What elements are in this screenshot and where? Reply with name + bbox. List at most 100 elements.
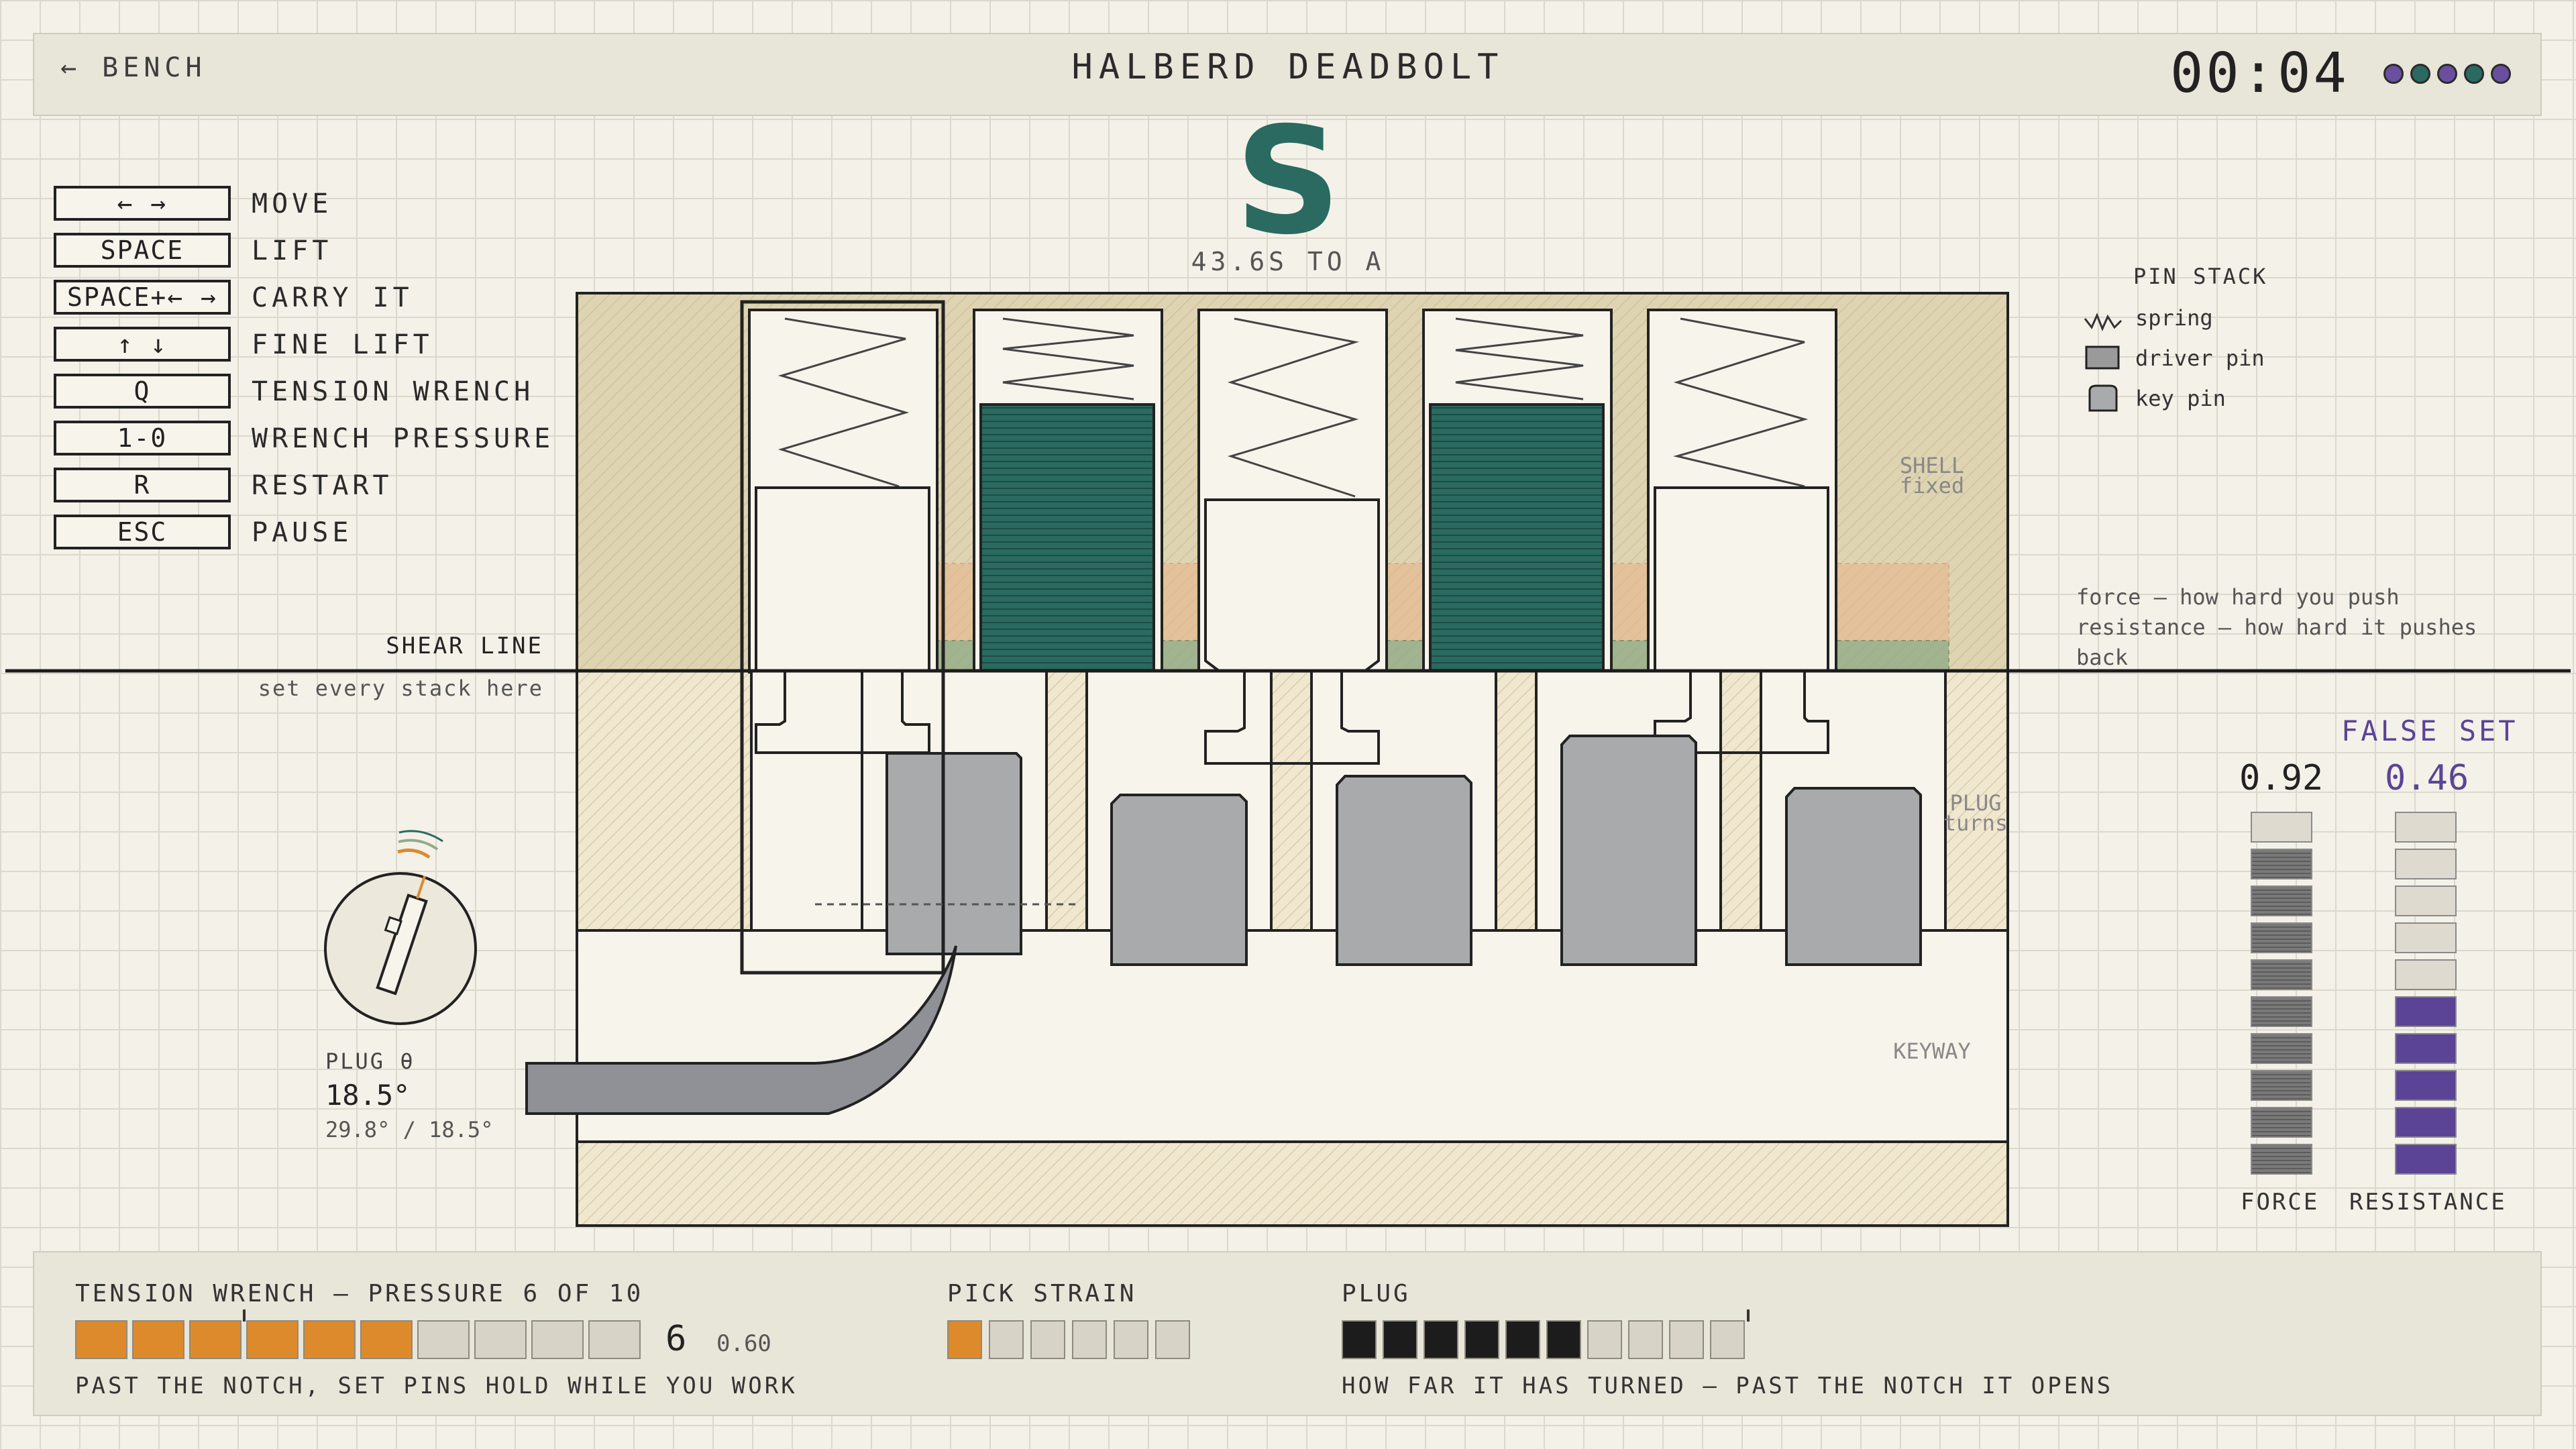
legend-title: PIN STACK <box>2133 264 2268 289</box>
shear-line-hint: set every stack here <box>258 676 543 701</box>
resistance-segment <box>2395 1144 2457 1175</box>
force-segment <box>2251 1107 2312 1138</box>
progress-dot <box>2383 64 2404 84</box>
key-pin-1 <box>885 752 1022 955</box>
tension-segment <box>75 1320 127 1359</box>
keyway-label: KEYWAY <box>1893 1038 1971 1064</box>
resistance-label: RESISTANCE <box>2349 1189 2507 1216</box>
timer: 00:04 <box>2170 42 2349 105</box>
back-to-bench-button[interactable]: ← BENCH <box>60 52 207 83</box>
tension-segment <box>189 1320 241 1359</box>
progress-dot <box>2464 64 2484 84</box>
tension-segment <box>360 1320 413 1359</box>
plug-turn-notch <box>1746 1309 1750 1322</box>
plug-turn-segment <box>1587 1320 1622 1359</box>
key-pin-2 <box>1110 794 1248 966</box>
pick-strain-title: PICK STRAIN <box>947 1280 1137 1307</box>
strain-segment <box>947 1320 982 1359</box>
action-fine-lift: FINE LIFT <box>252 329 433 360</box>
plug-turn-segment <box>1628 1320 1663 1359</box>
force-segment <box>2251 1033 2312 1064</box>
force-segment <box>2251 1070 2312 1101</box>
tension-segment <box>474 1320 527 1359</box>
action-move: MOVE <box>252 189 333 219</box>
pin-status-label: FALSE SET <box>2341 714 2518 747</box>
resistance-segment <box>2395 959 2457 990</box>
action-pressure: WRENCH PRESSURE <box>252 423 555 454</box>
plug-region-label: PLUG <box>1949 790 2001 816</box>
pin-chambers <box>748 309 1837 674</box>
plug-turn-segment <box>1546 1320 1581 1359</box>
force-segment <box>2251 885 2312 916</box>
tension-segment <box>132 1320 184 1359</box>
key-pin-icon <box>2088 384 2118 412</box>
tension-title: TENSION WRENCH — PRESSURE 6 OF 10 <box>75 1280 644 1307</box>
plug-turn-segment <box>1424 1320 1458 1359</box>
action-lift: LIFT <box>252 235 333 266</box>
plug-turn-description: HOW FAR IT HAS TURNED — PAST THE NOTCH I… <box>1342 1373 2114 1399</box>
tension-segment <box>531 1320 584 1359</box>
resistance-segment <box>2395 1033 2457 1064</box>
plug-angle-detail: 29.8° / 18.5° <box>325 1117 494 1142</box>
resistance-segment <box>2395 996 2457 1027</box>
legend-driver-pin: driver pin <box>2135 345 2265 371</box>
grade-letter: S <box>1234 95 1342 267</box>
key-pressure: 1-0 <box>54 421 231 455</box>
plug-dial <box>324 830 477 1025</box>
progress-dot <box>2410 64 2430 84</box>
lock-pick <box>525 945 957 1115</box>
strain-segment <box>989 1320 1024 1359</box>
driver-pin-4 <box>1429 403 1605 672</box>
plug-turn-segment <box>1464 1320 1499 1359</box>
plug-region-sub: turns <box>1943 810 2008 836</box>
key-fine-lift: ↑ ↓ <box>54 327 231 362</box>
resistance-segment <box>2395 849 2457 879</box>
action-restart: RESTART <box>252 470 393 501</box>
top-bar <box>33 33 2542 116</box>
plug-turn-segment <box>1710 1320 1745 1359</box>
force-segment <box>2251 1144 2312 1175</box>
strain-segment <box>1114 1320 1148 1359</box>
tension-segment <box>417 1320 470 1359</box>
resistance-segment <box>2395 922 2457 953</box>
tension-segment <box>246 1320 299 1359</box>
key-move: ← → <box>54 186 231 221</box>
key-pin-3 <box>1336 775 1472 966</box>
force-value: 0.92 <box>2239 758 2324 798</box>
force-segment <box>2251 922 2312 953</box>
action-carry: CARRY IT <box>252 282 413 313</box>
plug-turn-segment <box>1505 1320 1540 1359</box>
plug-turn-title: PLUG <box>1342 1280 1411 1307</box>
plug-angle-value: 18.5° <box>325 1079 411 1112</box>
key-carry: SPACE+← → <box>54 280 231 315</box>
spring-icon <box>2084 313 2123 331</box>
lock-title: HALBERD DEADBOLT <box>1071 47 1505 87</box>
key-pin-5 <box>1785 787 1922 966</box>
resistance-segment <box>2395 1070 2457 1101</box>
progress-dot <box>2437 64 2457 84</box>
progress-dot <box>2491 64 2511 84</box>
action-pause: PAUSE <box>252 517 353 548</box>
driver-pin-icon <box>2085 345 2120 370</box>
key-restart: R <box>54 468 231 502</box>
legend-spring: spring <box>2135 305 2213 331</box>
tension-fraction: 0.60 <box>716 1330 771 1357</box>
force-segment <box>2251 996 2312 1027</box>
tension-segment <box>588 1320 641 1359</box>
plug-angle-label: PLUG θ <box>325 1049 415 1074</box>
plug-turn-segment <box>1342 1320 1377 1359</box>
meter-explanation: force — how hard you push resistance — h… <box>2076 584 2477 670</box>
key-pause: ESC <box>54 515 231 549</box>
strain-segment <box>1155 1320 1190 1359</box>
force-segment <box>2251 849 2312 879</box>
key-tension: Q <box>54 374 231 409</box>
strain-segment <box>1072 1320 1107 1359</box>
springs <box>777 317 1809 498</box>
driver-pin-2 <box>979 403 1155 672</box>
key-lift: SPACE <box>54 233 231 268</box>
plug-turn-segment <box>1669 1320 1704 1359</box>
key-pins <box>885 735 1922 966</box>
tension-notch <box>242 1309 246 1322</box>
force-label: FORCE <box>2241 1189 2320 1216</box>
